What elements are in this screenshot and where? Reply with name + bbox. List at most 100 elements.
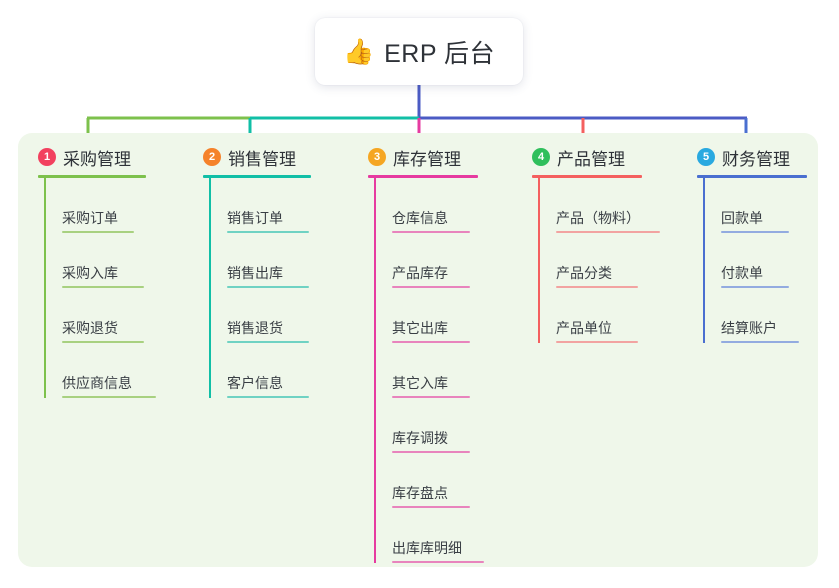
branch-leaf-underline	[392, 561, 484, 563]
branch-column: 3 库存管理仓库信息产品库存其它出库其它入库库存调拨库存盘点出库库明细	[368, 144, 484, 563]
branch-number-badge: 4	[532, 148, 550, 166]
branch-spine	[209, 178, 211, 398]
root-title: ERP 后台	[384, 39, 496, 68]
branch-leaf-item[interactable]: 付款单	[703, 233, 807, 288]
branch-leaf-item[interactable]: 产品分类	[538, 233, 660, 288]
branch-underline	[532, 175, 642, 178]
branch-leaf-label: 产品库存	[392, 265, 448, 281]
branch-underline	[38, 175, 146, 178]
branch-leaf-item[interactable]: 产品库存	[374, 233, 484, 288]
branches-panel	[18, 133, 818, 567]
branch-leaf-label: 仓库信息	[392, 210, 448, 226]
branch-leaf-underline	[556, 231, 660, 233]
branch-number-badge: 3	[368, 148, 386, 166]
branch-leaf-label: 采购订单	[62, 210, 118, 226]
branch-title: 产品管理	[557, 149, 625, 169]
branch-leaf-underline	[227, 231, 309, 233]
branch-header[interactable]: 4 产品管理	[532, 144, 660, 170]
branch-leaf-item[interactable]: 库存盘点	[374, 453, 484, 508]
root-node[interactable]: 👍 ERP 后台	[315, 18, 523, 85]
branch-leaf-item[interactable]: 结算账户	[703, 288, 807, 343]
branch-number-badge: 1	[38, 148, 56, 166]
branch-spine	[538, 178, 540, 343]
branch-leaf-label: 销售退货	[227, 320, 283, 336]
branch-children: 产品（物料） 产品分类产品单位	[532, 178, 660, 343]
branch-leaf-label: 采购退货	[62, 320, 118, 336]
branch-leaf-label: 结算账户	[721, 320, 777, 336]
branch-title: 采购管理	[63, 149, 131, 169]
branch-column: 5 财务管理回款单付款单结算账户	[697, 144, 807, 343]
branch-leaf-underline	[62, 341, 144, 343]
branch-leaf-item[interactable]: 采购入库	[44, 233, 156, 288]
branch-leaf-item[interactable]: 库存调拨	[374, 398, 484, 453]
branch-leaf-underline	[62, 286, 144, 288]
branch-leaf-label: 产品分类	[556, 265, 612, 281]
branch-leaf-label: 其它出库	[392, 320, 448, 336]
branch-leaf-underline	[721, 341, 799, 343]
branch-spine	[374, 178, 376, 563]
branch-leaf-item[interactable]: 采购订单	[44, 178, 156, 233]
branch-leaf-label: 供应商信息	[62, 375, 132, 391]
branch-leaf-item[interactable]: 仓库信息	[374, 178, 484, 233]
branch-leaf-item[interactable]: 其它入库	[374, 343, 484, 398]
branch-leaf-label: 销售出库	[227, 265, 283, 281]
branch-leaf-label: 其它入库	[392, 375, 448, 391]
branch-leaf-label: 销售订单	[227, 210, 283, 226]
branch-leaf-underline	[392, 506, 470, 508]
branch-underline	[203, 175, 311, 178]
thumbs-up-icon: 👍	[342, 38, 375, 66]
branch-leaf-label: 客户信息	[227, 375, 283, 391]
branch-leaf-underline	[392, 396, 470, 398]
branch-children: 采购订单采购入库采购退货供应商信息	[38, 178, 156, 398]
branch-underline	[697, 175, 807, 178]
branch-children: 回款单付款单结算账户	[697, 178, 807, 343]
branch-leaf-underline	[62, 231, 134, 233]
branch-leaf-item[interactable]: 供应商信息	[44, 343, 156, 398]
branch-spine	[44, 178, 46, 398]
branch-leaf-underline	[556, 286, 638, 288]
branch-leaf-underline	[392, 451, 470, 453]
branch-column: 4 产品管理产品（物料） 产品分类产品单位	[532, 144, 660, 343]
branch-number-badge: 2	[203, 148, 221, 166]
branch-children: 仓库信息产品库存其它出库其它入库库存调拨库存盘点出库库明细	[368, 178, 484, 563]
branch-header[interactable]: 3 库存管理	[368, 144, 484, 170]
branch-leaf-label: 产品（物料）	[556, 210, 640, 226]
branch-column: 2 销售管理销售订单销售出库销售退货客户信息	[203, 144, 311, 398]
branch-number-badge: 5	[697, 148, 715, 166]
branch-leaf-item[interactable]: 销售订单	[209, 178, 311, 233]
branch-leaf-label: 回款单	[721, 210, 763, 226]
branch-leaf-item[interactable]: 其它出库	[374, 288, 484, 343]
branch-leaf-underline	[392, 341, 470, 343]
branch-leaf-item[interactable]: 出库库明细	[374, 508, 484, 563]
branch-leaf-label: 库存盘点	[392, 485, 448, 501]
branch-leaf-underline	[392, 286, 470, 288]
branch-leaf-label: 产品单位	[556, 320, 612, 336]
branch-leaf-item[interactable]: 销售出库	[209, 233, 311, 288]
branch-leaf-item[interactable]: 产品（物料）	[538, 178, 660, 233]
branch-column: 1 采购管理采购订单采购入库采购退货供应商信息	[38, 144, 156, 398]
branch-header[interactable]: 2 销售管理	[203, 144, 311, 170]
branch-leaf-underline	[392, 231, 470, 233]
branch-underline	[368, 175, 478, 178]
branch-leaf-underline	[556, 341, 638, 343]
branch-header[interactable]: 5 财务管理	[697, 144, 807, 170]
branch-title: 库存管理	[393, 149, 461, 169]
branch-leaf-item[interactable]: 采购退货	[44, 288, 156, 343]
branch-leaf-underline	[721, 231, 789, 233]
branch-leaf-underline	[62, 396, 156, 398]
branch-leaf-item[interactable]: 客户信息	[209, 343, 311, 398]
branch-header[interactable]: 1 采购管理	[38, 144, 156, 170]
branch-leaf-item[interactable]: 回款单	[703, 178, 807, 233]
branch-leaf-label: 采购入库	[62, 265, 118, 281]
branch-leaf-underline	[227, 341, 309, 343]
branch-title: 销售管理	[228, 149, 296, 169]
branch-leaf-label: 库存调拨	[392, 430, 448, 446]
branch-spine	[703, 178, 705, 343]
branch-leaf-label: 付款单	[721, 265, 763, 281]
branch-leaf-underline	[227, 286, 309, 288]
branch-title: 财务管理	[722, 149, 790, 169]
branch-leaf-item[interactable]: 销售退货	[209, 288, 311, 343]
branch-leaf-underline	[227, 396, 309, 398]
branch-leaf-item[interactable]: 产品单位	[538, 288, 660, 343]
